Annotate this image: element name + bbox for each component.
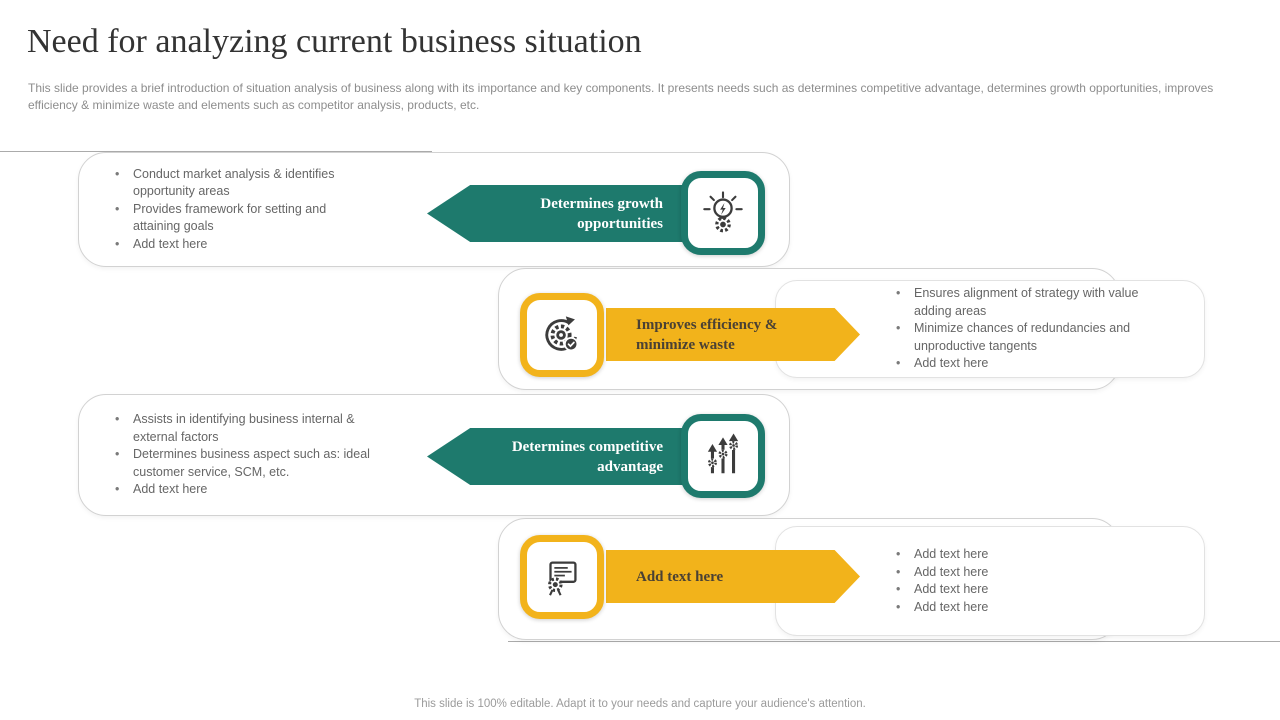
row4-bullet-list: Add text here Add text here Add text her… — [893, 526, 1141, 636]
connector-line-bottom-right — [508, 641, 1280, 642]
placeholder-bullet-item[interactable]: Add text here — [893, 581, 1141, 599]
placeholder-bullet-item[interactable]: Add text here — [893, 599, 1141, 617]
placeholder-bullet-item[interactable]: Add text here — [112, 236, 370, 254]
placeholder-bullet-item[interactable]: Add text here — [112, 481, 388, 499]
row2-icon-tile[interactable] — [520, 293, 604, 377]
banner-determines-growth-opportunities[interactable]: Determines growth opportunities — [427, 185, 697, 242]
row4-icon-tile[interactable] — [520, 535, 604, 619]
connector-line-top-left — [0, 151, 432, 152]
placeholder-bullet-item[interactable]: Add text here — [893, 564, 1141, 582]
bullet-item: Assists in identifying business internal… — [112, 411, 388, 446]
page-title: Need for analyzing current business situ… — [27, 23, 642, 60]
row2-bullet-list: Ensures alignment of strategy with value… — [893, 280, 1141, 378]
banner-add-text-here[interactable]: Add text here — [606, 550, 860, 603]
bullet-item: Minimize chances of redundancies and unp… — [893, 320, 1141, 355]
banner-determines-competitive-advantage[interactable]: Determines competitive advantage — [427, 428, 697, 485]
row1-bullet-list: Conduct market analysis & identifies opp… — [112, 152, 370, 267]
bullet-item: Ensures alignment of strategy with value… — [893, 285, 1141, 320]
banner-label: Add text here — [636, 568, 724, 585]
bullet-item: Determines business aspect such as: idea… — [112, 446, 388, 481]
idea-bulb-gear-icon — [703, 191, 743, 233]
slide-description: This slide provides a brief introduction… — [28, 81, 1214, 112]
footer-note: This slide is 100% editable. Adapt it to… — [414, 698, 866, 710]
banner-label: Determines competitive advantage — [511, 438, 663, 475]
placeholder-bullet-item[interactable]: Add text here — [893, 546, 1141, 564]
banner-label: Improves efficiency & minimize waste — [636, 316, 778, 353]
placeholder-bullet-item[interactable]: Add text here — [893, 355, 1141, 373]
certificate-gear-icon — [548, 561, 577, 596]
bullet-item: Conduct market analysis & identifies opp… — [112, 166, 370, 201]
row3-icon-tile[interactable] — [681, 414, 765, 498]
banner-label: Determines growth opportunities — [540, 195, 663, 232]
bullet-item: Provides framework for setting and attai… — [112, 201, 370, 236]
banner-improves-efficiency[interactable]: Improves efficiency & minimize waste — [606, 308, 860, 361]
row1-icon-tile[interactable] — [681, 171, 765, 255]
efficiency-gear-icon — [545, 316, 579, 352]
growth-arrows-gears-icon — [707, 433, 739, 474]
row3-bullet-list: Assists in identifying business internal… — [112, 394, 388, 516]
